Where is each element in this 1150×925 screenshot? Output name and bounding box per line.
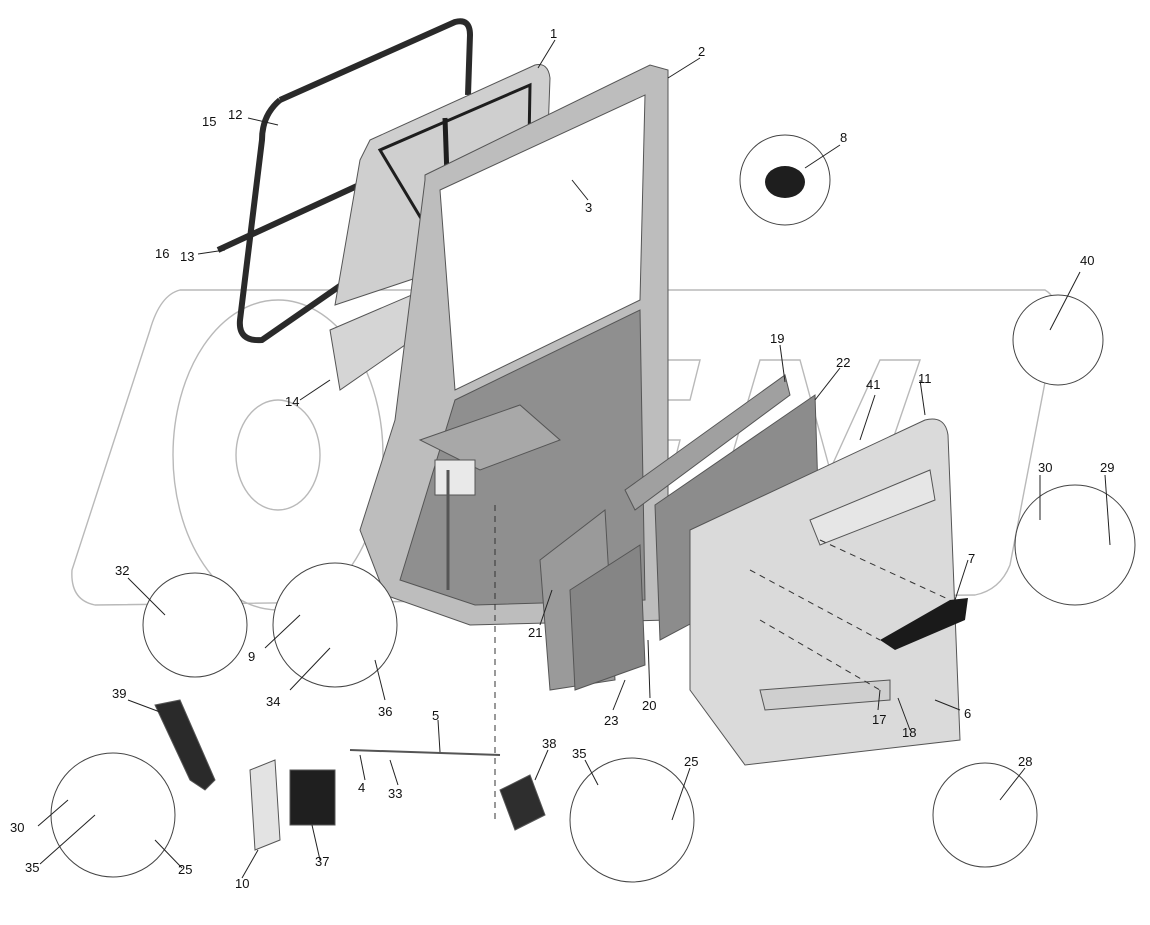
label-1: 1 bbox=[550, 26, 557, 41]
label-40: 40 bbox=[1080, 253, 1094, 268]
label-3: 3 bbox=[585, 200, 592, 215]
label-41: 41 bbox=[866, 377, 880, 392]
label-35-mid: 35 bbox=[572, 746, 586, 761]
label-32: 32 bbox=[115, 563, 129, 578]
label-21: 21 bbox=[528, 625, 542, 640]
label-4: 4 bbox=[358, 780, 365, 795]
label-16: 16 bbox=[155, 246, 169, 261]
label-9: 9 bbox=[248, 649, 255, 664]
label-7: 7 bbox=[968, 551, 975, 566]
label-11: 11 bbox=[918, 371, 932, 386]
label-2: 2 bbox=[698, 44, 705, 59]
label-13: 13 bbox=[180, 249, 194, 264]
label-19: 19 bbox=[770, 331, 784, 346]
assembly-lines bbox=[494, 505, 951, 820]
door-trim-panel bbox=[689, 418, 961, 766]
label-22: 22 bbox=[836, 355, 850, 370]
label-30-right: 30 bbox=[1038, 460, 1052, 475]
label-8: 8 bbox=[840, 130, 847, 145]
label-20: 20 bbox=[642, 698, 656, 713]
label-23: 23 bbox=[604, 713, 618, 728]
callout-circles bbox=[50, 134, 1136, 883]
window-seal bbox=[216, 18, 474, 344]
label-10: 10 bbox=[235, 876, 249, 891]
label-17: 17 bbox=[872, 712, 886, 727]
label-29: 29 bbox=[1100, 460, 1114, 475]
label-35-left: 35 bbox=[25, 860, 39, 875]
label-39: 39 bbox=[112, 686, 126, 701]
label-14: 14 bbox=[285, 394, 299, 409]
label-15: 15 bbox=[202, 114, 216, 129]
label-28: 28 bbox=[1018, 754, 1032, 769]
label-34: 34 bbox=[266, 694, 280, 709]
label-30-left: 30 bbox=[10, 820, 24, 835]
label-36: 36 bbox=[378, 704, 392, 719]
label-12: 12 bbox=[228, 107, 242, 122]
label-37: 37 bbox=[315, 854, 329, 869]
label-25-mid: 25 bbox=[684, 754, 698, 769]
label-5: 5 bbox=[432, 708, 439, 723]
label-25-left: 25 bbox=[178, 862, 192, 877]
label-33: 33 bbox=[388, 786, 402, 801]
label-18: 18 bbox=[902, 725, 916, 740]
label-6: 6 bbox=[964, 706, 971, 721]
part-labels: 1 2 3 8 15 12 16 13 14 19 22 41 11 40 30… bbox=[10, 26, 1114, 891]
leader-lines bbox=[37, 39, 1111, 879]
lock-parts bbox=[154, 699, 546, 851]
label-38: 38 bbox=[542, 736, 556, 751]
door-handle bbox=[880, 598, 968, 650]
